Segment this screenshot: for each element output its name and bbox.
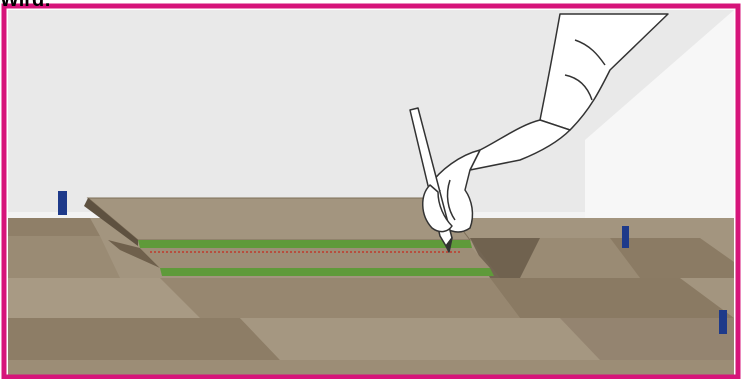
floor-board xyxy=(8,318,280,360)
floor-board xyxy=(8,218,100,236)
floor-board xyxy=(560,318,734,360)
spacer-wedge xyxy=(58,191,67,215)
middle-board xyxy=(140,248,490,268)
floor-board xyxy=(240,318,600,360)
board-gap xyxy=(108,240,160,268)
caption-text: Wird: xyxy=(0,0,51,11)
floor-board xyxy=(490,278,734,318)
floor-board xyxy=(610,238,734,278)
floor-board xyxy=(8,236,120,278)
top-board xyxy=(86,197,472,241)
spacer-wedge xyxy=(719,310,727,334)
hand-with-pencil xyxy=(409,13,669,253)
glue-strip xyxy=(160,268,494,276)
top-board-edge xyxy=(84,198,138,246)
glue-strip xyxy=(138,240,472,248)
frame-border xyxy=(1,3,741,379)
spacer-wedge xyxy=(622,226,629,248)
floor-board xyxy=(8,360,734,375)
floor-board xyxy=(160,278,520,318)
floor-board xyxy=(8,278,200,318)
